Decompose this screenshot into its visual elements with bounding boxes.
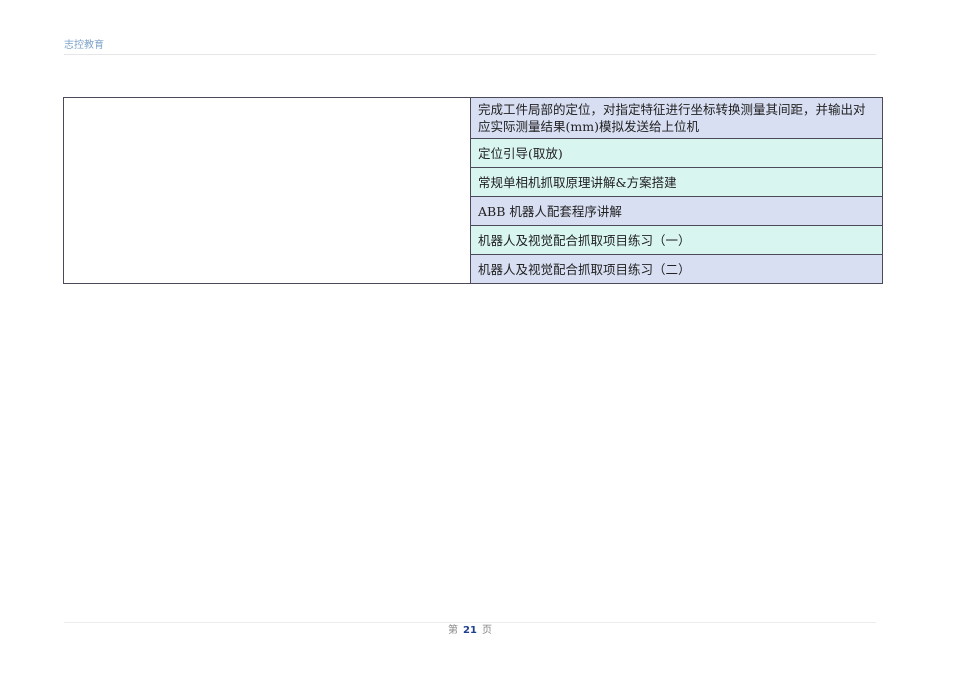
- table-cell: 机器人及视觉配合抓取项目练习（一）: [470, 225, 883, 255]
- table-row: 机器人及视觉配合抓取项目练习（一）: [64, 225, 883, 255]
- header-title: 志控教育: [64, 40, 104, 51]
- footer-prefix: 第: [448, 625, 459, 636]
- table-cell: 完成工件局部的定位，对指定特征进行坐标转换测量其间距，并输出对应实际测量结果(m…: [470, 97, 883, 139]
- page-footer: 第 21 页: [0, 624, 940, 638]
- page-number: 21: [463, 625, 477, 636]
- merged-empty-cell: [63, 97, 471, 284]
- table-row: 机器人及视觉配合抓取项目练习（二）: [64, 254, 883, 284]
- table-row: 常规单相机抓取原理讲解&方案搭建: [64, 167, 883, 197]
- table-cell: 常规单相机抓取原理讲解&方案搭建: [470, 167, 883, 197]
- footer-suffix: 页: [481, 625, 492, 636]
- table-cell: ABB 机器人配套程序讲解: [470, 196, 883, 226]
- page-header: 志控教育: [64, 40, 876, 55]
- table-cell: 机器人及视觉配合抓取项目练习（二）: [470, 254, 883, 284]
- table-cell: 定位引导(取放): [470, 138, 883, 168]
- table-row: 定位引导(取放): [64, 138, 883, 168]
- table-row: 完成工件局部的定位，对指定特征进行坐标转换测量其间距，并输出对应实际测量结果(m…: [63, 97, 883, 284]
- course-table: 完成工件局部的定位，对指定特征进行坐标转换测量其间距，并输出对应实际测量结果(m…: [63, 97, 883, 284]
- footer-divider: [64, 622, 876, 623]
